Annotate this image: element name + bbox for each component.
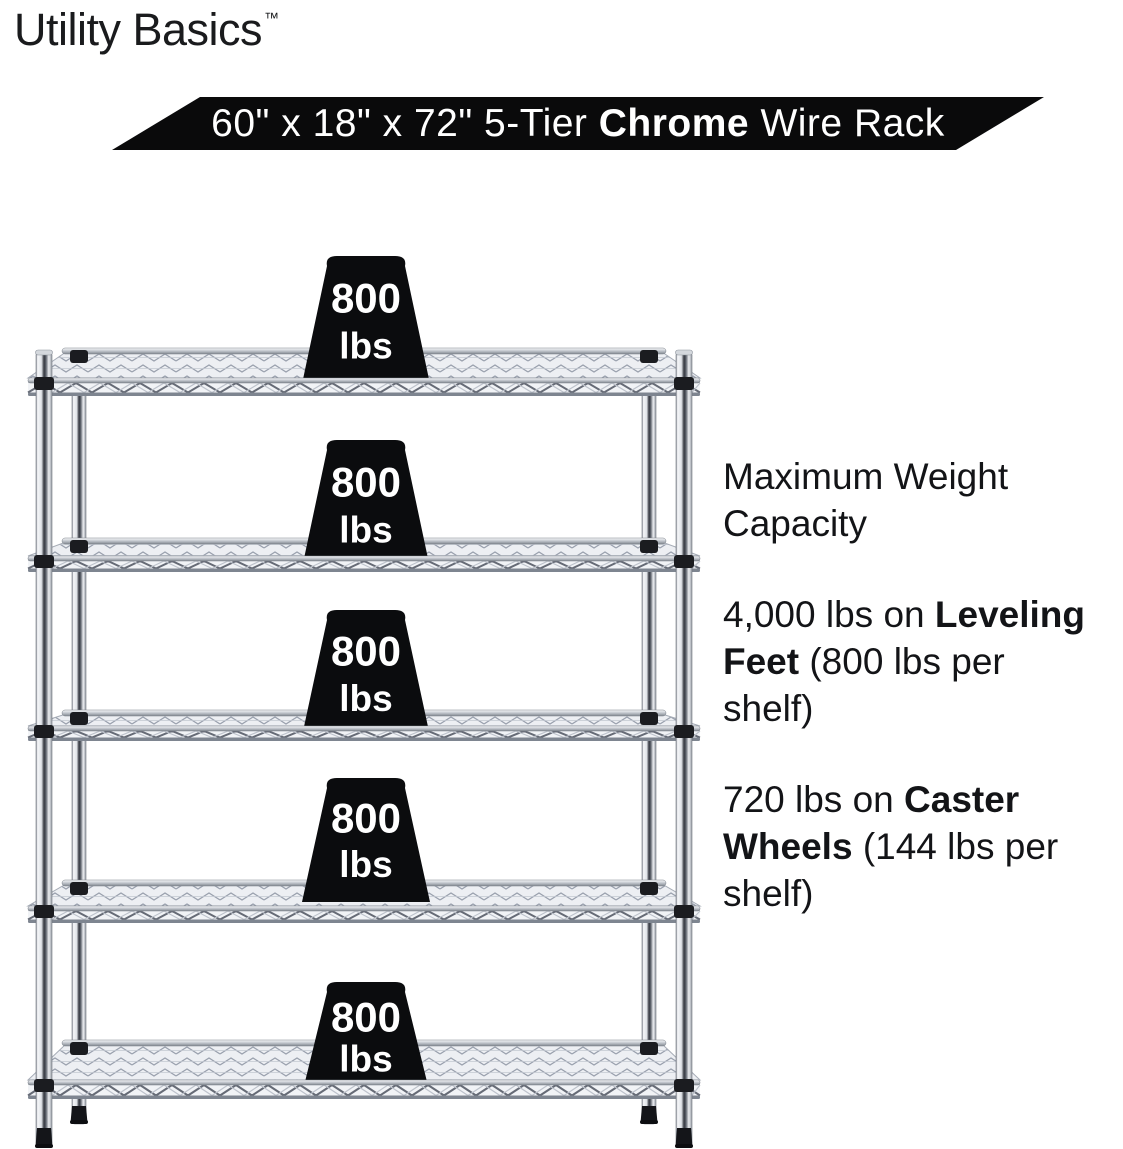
text: 4,000 lbs on bbox=[723, 594, 935, 635]
trademark-symbol: ™ bbox=[264, 10, 280, 27]
bold-text: Feet bbox=[723, 641, 800, 682]
weight-value: 800 bbox=[331, 458, 401, 505]
brand-name: Utility Basics bbox=[14, 4, 263, 55]
text: shelf) bbox=[723, 688, 814, 729]
weight-value: 800 bbox=[331, 993, 401, 1040]
weight-value: 800 bbox=[331, 795, 401, 842]
bold-text: Wheels bbox=[723, 826, 853, 867]
weight-value: 800 bbox=[331, 627, 401, 674]
heading-line: Capacity bbox=[723, 503, 867, 544]
bold-text: Chrome bbox=[598, 101, 750, 145]
front-posts bbox=[34, 349, 694, 1148]
weight-unit: lbs bbox=[339, 325, 392, 366]
banner-title: 60" x 18" x 72" 5-Tier Chrome Wire Rack bbox=[211, 102, 945, 146]
shelf-front-bands bbox=[27, 377, 701, 1099]
title-banner: 60" x 18" x 72" 5-Tier Chrome Wire Rack bbox=[112, 97, 1044, 150]
bold-text: Leveling bbox=[934, 594, 1085, 635]
weight-unit: lbs bbox=[339, 678, 392, 719]
heading-line: Maximum Weight bbox=[723, 456, 1009, 497]
text: 60" x 18" x 72" 5-Tier bbox=[211, 101, 599, 145]
text: Wire Rack bbox=[749, 101, 945, 145]
weight-unit: lbs bbox=[339, 1039, 392, 1080]
paragraph-line: 720 lbs on Caster bbox=[723, 776, 1123, 823]
paragraph-line: shelf) bbox=[723, 870, 1123, 917]
bold-text: Caster bbox=[904, 779, 1020, 820]
text: shelf) bbox=[723, 873, 814, 914]
weight-value: 800 bbox=[331, 274, 401, 321]
text: (144 lbs per bbox=[852, 826, 1059, 867]
weight-unit: lbs bbox=[339, 844, 392, 885]
weight-unit: lbs bbox=[339, 509, 392, 550]
paragraph-line: 4,000 lbs on Leveling bbox=[723, 591, 1123, 638]
paragraph-line: Wheels (144 lbs per bbox=[723, 823, 1123, 870]
text: (800 lbs per bbox=[799, 641, 1005, 682]
paragraph-line: Feet (800 lbs per bbox=[723, 638, 1123, 685]
text: 720 lbs on bbox=[723, 779, 905, 820]
paragraph-line: shelf) bbox=[723, 685, 1123, 732]
